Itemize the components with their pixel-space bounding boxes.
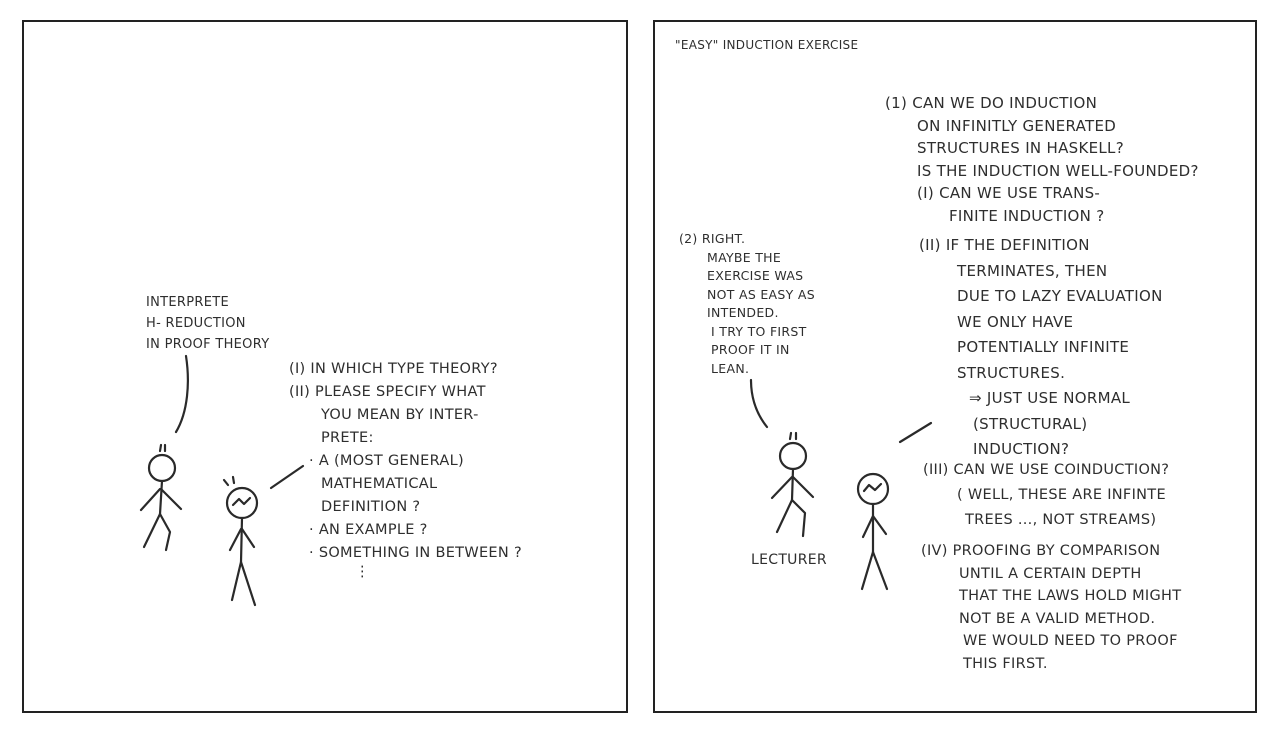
reply-line: YOU MEAN BY INTER- (321, 407, 479, 423)
speech-line: LEAN. (711, 360, 750, 376)
reply-line: MATHEMATICAL (321, 476, 438, 492)
lecturer-legs (142, 512, 172, 552)
stick-figures-left (139, 354, 305, 607)
ii-line: ⇒ JUST USE NORMAL (969, 389, 1131, 407)
iv-line: THAT THE LAWS HOLD MIGHT (959, 588, 1182, 604)
lecturer-arms (770, 475, 815, 500)
ii-line: TERMINATES, THEN (957, 261, 1108, 280)
speech-line: EXERCISE WAS (707, 268, 804, 283)
iv-line: (iv) PROOFING BY COMPARISON (921, 543, 1161, 559)
student-q1: (1) CAN WE DO INDUCTION ON INFINITLY GEN… (885, 92, 1199, 182)
reply-line: (i) IN WHICH TYPE THEORY? (289, 361, 498, 377)
student-arms (861, 514, 888, 539)
ii-line: (STRUCTURAL) (973, 414, 1088, 433)
reply-line: PRETE: (321, 430, 374, 446)
speech-line: NOT AS EASY AS (707, 286, 815, 302)
i-line: (i) CAN WE USE TRANS- (917, 184, 1101, 202)
iii-line: (iii) CAN WE USE COINDUCTION? (923, 462, 1170, 478)
iii-line: ( WELL, THESE ARE INFINTE (957, 487, 1166, 503)
ii-line: DUE TO LAZY EVALUATION (957, 287, 1163, 305)
speech-line: MAYBE THE (707, 249, 782, 265)
q1-line: IS THE INDUCTION WELL-FOUNDED? (917, 161, 1199, 180)
student-legs (860, 550, 889, 591)
iv-line: THIS FIRST. (963, 655, 1048, 672)
speech-tail-lecturer (749, 378, 769, 429)
lecturer-speech-right: (2) RIGHT. MAYBE THE EXERCISE WAS NOT AS… (679, 230, 815, 378)
iv-line: NOT BE A VALID METHOD. (959, 610, 1156, 627)
student-body (239, 516, 244, 564)
ii-line: WE ONLY HAVE (957, 312, 1074, 331)
speech-tail-lecturer (174, 354, 189, 434)
lecturer-body (158, 479, 164, 516)
iii-line: TREES ..., NOT STREAMS) (965, 512, 1157, 528)
lecturer-head (147, 453, 177, 483)
lecturer-arms (139, 487, 183, 512)
comic-panel-left: INTERPRETE η- REDUCTION IN PROOF THEORY … (22, 20, 628, 713)
student-face (862, 482, 883, 493)
student-arms (228, 527, 256, 552)
speech-tail-student (898, 421, 933, 444)
q1-line: ON INFINITLY GENERATED (917, 116, 1117, 135)
student-i: (i) CAN WE USE TRANS- FINITE INDUCTION ? (917, 182, 1105, 228)
i-line: FINITE INDUCTION ? (949, 207, 1105, 225)
panel-title: "EASY" INDUCTION EXERCISE (675, 38, 858, 52)
reply-line: · AN EXAMPLE ? (309, 522, 428, 538)
reply-line: DEFINITION ? (321, 499, 421, 515)
reply-line: (ii) PLEASE SPECIFY WHAT (289, 384, 486, 400)
ellipsis: ⋮ (355, 564, 370, 580)
ii-line: (ii) IF THE DEFINITION (919, 236, 1090, 254)
lecturer-hair (788, 431, 798, 441)
panel-title-text: "EASY" INDUCTION EXERCISE (675, 38, 859, 52)
student-face (231, 496, 252, 507)
iv-line: UNTIL A CERTAIN DEPTH (959, 565, 1142, 582)
speech-line: PROOF IT IN (711, 342, 790, 357)
iv-line: WE WOULD NEED TO PROOF (963, 633, 1178, 649)
speech-line: IN PROOF THEORY (146, 337, 270, 352)
student-reply-left: (i) IN WHICH TYPE THEORY? (ii) PLEASE SP… (289, 358, 522, 579)
lecturer-head (778, 441, 808, 471)
reply-line: · A (MOST GENERAL) (309, 453, 464, 469)
speech-line: (2) RIGHT. (679, 231, 746, 246)
q1-line: STRUCTURES IN HASKELL? (917, 139, 1124, 157)
lecturer-speech-left: INTERPRETE η- REDUCTION IN PROOF THEORY (146, 292, 269, 355)
reply-line: · SOMETHING IN BETWEEN ? (309, 545, 522, 561)
ii-line: INDUCTION? (973, 440, 1070, 458)
lecturer-label-text: LECTURER (751, 552, 827, 568)
speech-line: η- REDUCTION (146, 316, 246, 331)
lecturer-legs (775, 498, 807, 538)
ii-line: POTENTIALLY INFINITE (957, 338, 1130, 356)
student-legs (230, 560, 257, 607)
student-iii: (iii) CAN WE USE COINDUCTION? ( WELL, TH… (923, 458, 1169, 533)
student-hair (222, 475, 236, 487)
speech-line: INTERPRETE (146, 295, 229, 310)
speech-line: I TRY TO FIRST (711, 323, 807, 339)
speech-tail-student (269, 464, 305, 490)
q1-line: (1) CAN WE DO INDUCTION (885, 94, 1098, 112)
lecturer-body (790, 467, 795, 502)
lecturer-label: LECTURER (751, 552, 827, 568)
speech-line: INTENDED. (707, 305, 779, 320)
lecturer-hair (158, 443, 167, 453)
ii-line: STRUCTURES. (957, 363, 1066, 382)
student-iv: (iv) PROOFING BY COMPARISON UNTIL A CERT… (921, 540, 1181, 675)
comic-panel-right: "EASY" INDUCTION EXERCISE (2) RIGHT. MAY… (653, 20, 1257, 713)
student-ii: (ii) IF THE DEFINITION TERMINATES, THEN … (919, 233, 1163, 463)
stick-figures-right (749, 378, 933, 591)
